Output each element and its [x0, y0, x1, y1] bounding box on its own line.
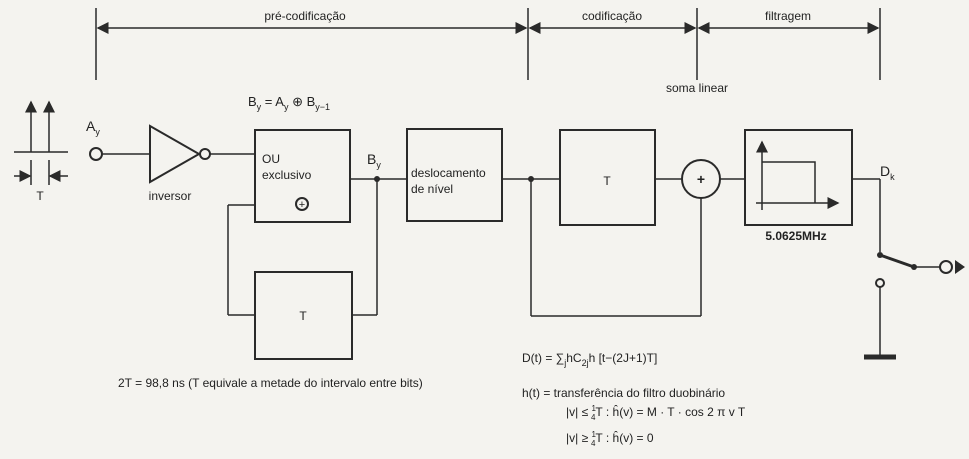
switch-blade — [879, 253, 915, 269]
t-note: 2T = 98,8 ns (T equivale a metade do int… — [118, 376, 423, 390]
ht-definition: h(t) = transferência do filtro duobinári… — [522, 386, 725, 400]
feedback-delay-label: T — [299, 309, 307, 323]
bypass-path — [530, 179, 702, 317]
level-shifter-line1: deslocamento — [411, 166, 486, 180]
soma-linear-label: soma linear — [666, 81, 728, 95]
filter-frequency: 5.0625MHz — [765, 229, 826, 243]
dt-equation: D(t) = ∑jhC2jh [t−(2J+1)T] — [522, 351, 657, 368]
section-label-precoding: pré-codificação — [264, 9, 346, 23]
feedback-delay-box — [254, 271, 353, 360]
inverter: inversor — [149, 124, 255, 203]
summer-symbol: + — [697, 171, 705, 187]
xor-symbol-circle — [295, 197, 309, 211]
equations: D(t) = ∑jhC2jh [t−(2J+1)T] 2T = 98,8 ns … — [118, 351, 746, 448]
xor-symbol: + — [299, 199, 305, 211]
summer: soma linear + — [666, 81, 745, 199]
xor-equation: By = Ay ⊕ By−1 — [248, 94, 330, 112]
level-shifter-box — [406, 128, 503, 222]
input-node — [89, 147, 103, 161]
section-brackets: pré-codificação codificação filtragem — [95, 8, 881, 80]
ground-contact — [875, 278, 885, 288]
input-A-main: A — [86, 118, 96, 134]
inverter-triangle — [149, 124, 202, 184]
output-label-D: Dk — [880, 163, 895, 182]
xor-label-line1: OU — [262, 152, 280, 166]
output-switch: Dk — [864, 163, 965, 360]
input-A-sub: y — [95, 127, 100, 137]
xor-block: OU exclusivo + — [254, 129, 351, 223]
inverter-label: inversor — [149, 189, 192, 203]
coding-delay-box — [559, 129, 656, 226]
filter: 5.0625MHz — [744, 129, 880, 243]
input-label-A: Ay — [86, 118, 100, 137]
section-label-filtering: filtragem — [765, 9, 811, 23]
by-node: By — [350, 151, 407, 182]
section-label-coding: codificação — [582, 9, 642, 23]
output-arrowhead — [955, 260, 965, 274]
filter-box — [744, 129, 853, 226]
pulse-period-label: T — [36, 189, 44, 203]
coding-delay: T — [559, 129, 682, 226]
feedback-loop: T — [227, 179, 378, 360]
input-terminal: Ay — [86, 118, 150, 161]
level-shifter: deslocamento de nível — [406, 128, 560, 222]
output-node — [939, 260, 953, 274]
xor-label-line2: exclusivo — [262, 168, 312, 182]
by-label: By — [367, 151, 381, 170]
coding-delay-label: T — [603, 174, 611, 188]
input-pulses: T — [14, 100, 68, 203]
filter-response — [762, 161, 816, 203]
inverter-bubble — [199, 148, 211, 160]
level-shifter-line2: de nível — [411, 182, 453, 196]
